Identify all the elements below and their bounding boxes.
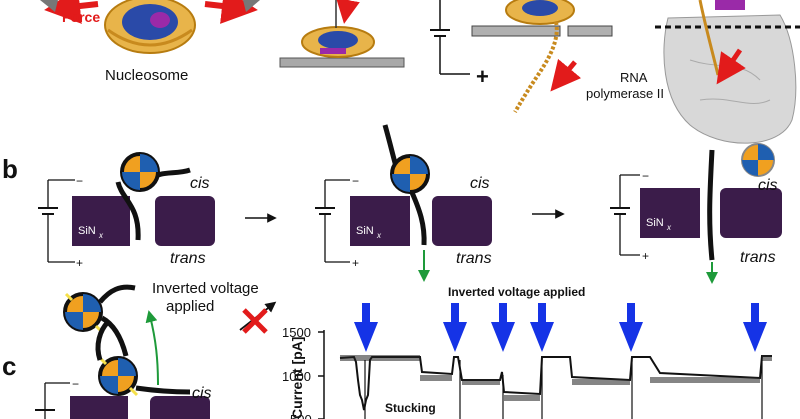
rnap-label-line2: polymerase II <box>586 86 664 101</box>
rnap-label-line1: RNA <box>620 70 648 85</box>
current-trace-chart: Inverted voltage applied Current [pA] 15… <box>282 285 772 419</box>
svg-text:−: − <box>642 169 649 183</box>
svg-text:trans: trans <box>740 249 776 266</box>
trace-title: Inverted voltage applied <box>448 285 585 299</box>
nucleosome-label: Nucleosome <box>105 67 188 84</box>
blue-arrow-icon <box>743 303 767 352</box>
plus-sign: + <box>476 64 489 89</box>
blue-arrows <box>354 303 767 352</box>
force-arrow-right <box>204 0 258 24</box>
svg-text:cis: cis <box>470 175 490 192</box>
panel-b: b − + SiN x cis trans <box>2 124 782 284</box>
blue-arrow-icon <box>354 303 378 352</box>
svg-text:+: + <box>76 256 83 270</box>
svg-text:SiN: SiN <box>356 225 374 237</box>
svg-text:x: x <box>98 231 104 240</box>
svg-text:cis: cis <box>190 175 210 192</box>
svg-text:SiN: SiN <box>646 217 664 229</box>
stucking-label: Stucking <box>385 401 436 415</box>
svg-text:x: x <box>666 223 672 232</box>
applied-label: applied <box>166 298 214 315</box>
blue-arrow-icon <box>530 303 554 352</box>
event-lines <box>364 360 763 419</box>
pore-step-stuck: − cis <box>35 320 212 419</box>
svg-text:−: − <box>76 174 83 188</box>
nanopore-threading-icon: + <box>430 0 613 114</box>
svg-text:cis: cis <box>758 177 778 194</box>
green-curved-arrow <box>145 310 159 386</box>
ytick-1000: 1000 <box>282 369 311 384</box>
panel-c-letter: c <box>2 351 16 381</box>
pore-step-3: − + SiN x cis trans <box>610 143 782 284</box>
svg-text:+: + <box>642 249 649 263</box>
rna-polymerase-icon <box>655 0 800 144</box>
blue-arrow-icon <box>491 303 515 352</box>
pore-step-2: − + SiN x cis trans <box>315 124 492 282</box>
nucleosome-icon <box>104 0 196 54</box>
panel-c: c Inverted voltage applied − <box>2 280 772 419</box>
svg-text:trans: trans <box>170 250 206 267</box>
panel-a: Force Nucleosome + RNA polymera <box>40 0 800 144</box>
inverted-nucleosome-icon <box>63 284 136 357</box>
svg-text:+: + <box>352 256 359 270</box>
svg-text:x: x <box>376 231 382 240</box>
y-axis-label: Current [pA] <box>289 337 305 419</box>
ytick-1500: 1500 <box>282 325 311 340</box>
blocked-arrow-icon <box>239 301 277 334</box>
trace-noise <box>340 355 772 401</box>
membrane-left <box>72 196 130 246</box>
ytick-500: 500 <box>290 412 312 419</box>
panel-b-letter: b <box>2 154 18 184</box>
pore-step-1: − + SiN x cis trans <box>38 152 215 270</box>
blue-arrow-icon <box>443 303 467 352</box>
svg-text:SiN: SiN <box>78 225 96 237</box>
force-label: Force <box>62 9 100 25</box>
svg-text:−: − <box>352 174 359 188</box>
blue-arrow-icon <box>619 303 643 352</box>
surface-nucleosome-icon <box>279 0 405 68</box>
svg-text:cis: cis <box>192 385 212 402</box>
svg-text:trans: trans <box>456 250 492 267</box>
svg-text:−: − <box>72 377 79 391</box>
force-arrow-left <box>44 0 99 24</box>
inverted-voltage-label: Inverted voltage <box>152 280 259 297</box>
membrane-right <box>155 196 215 246</box>
